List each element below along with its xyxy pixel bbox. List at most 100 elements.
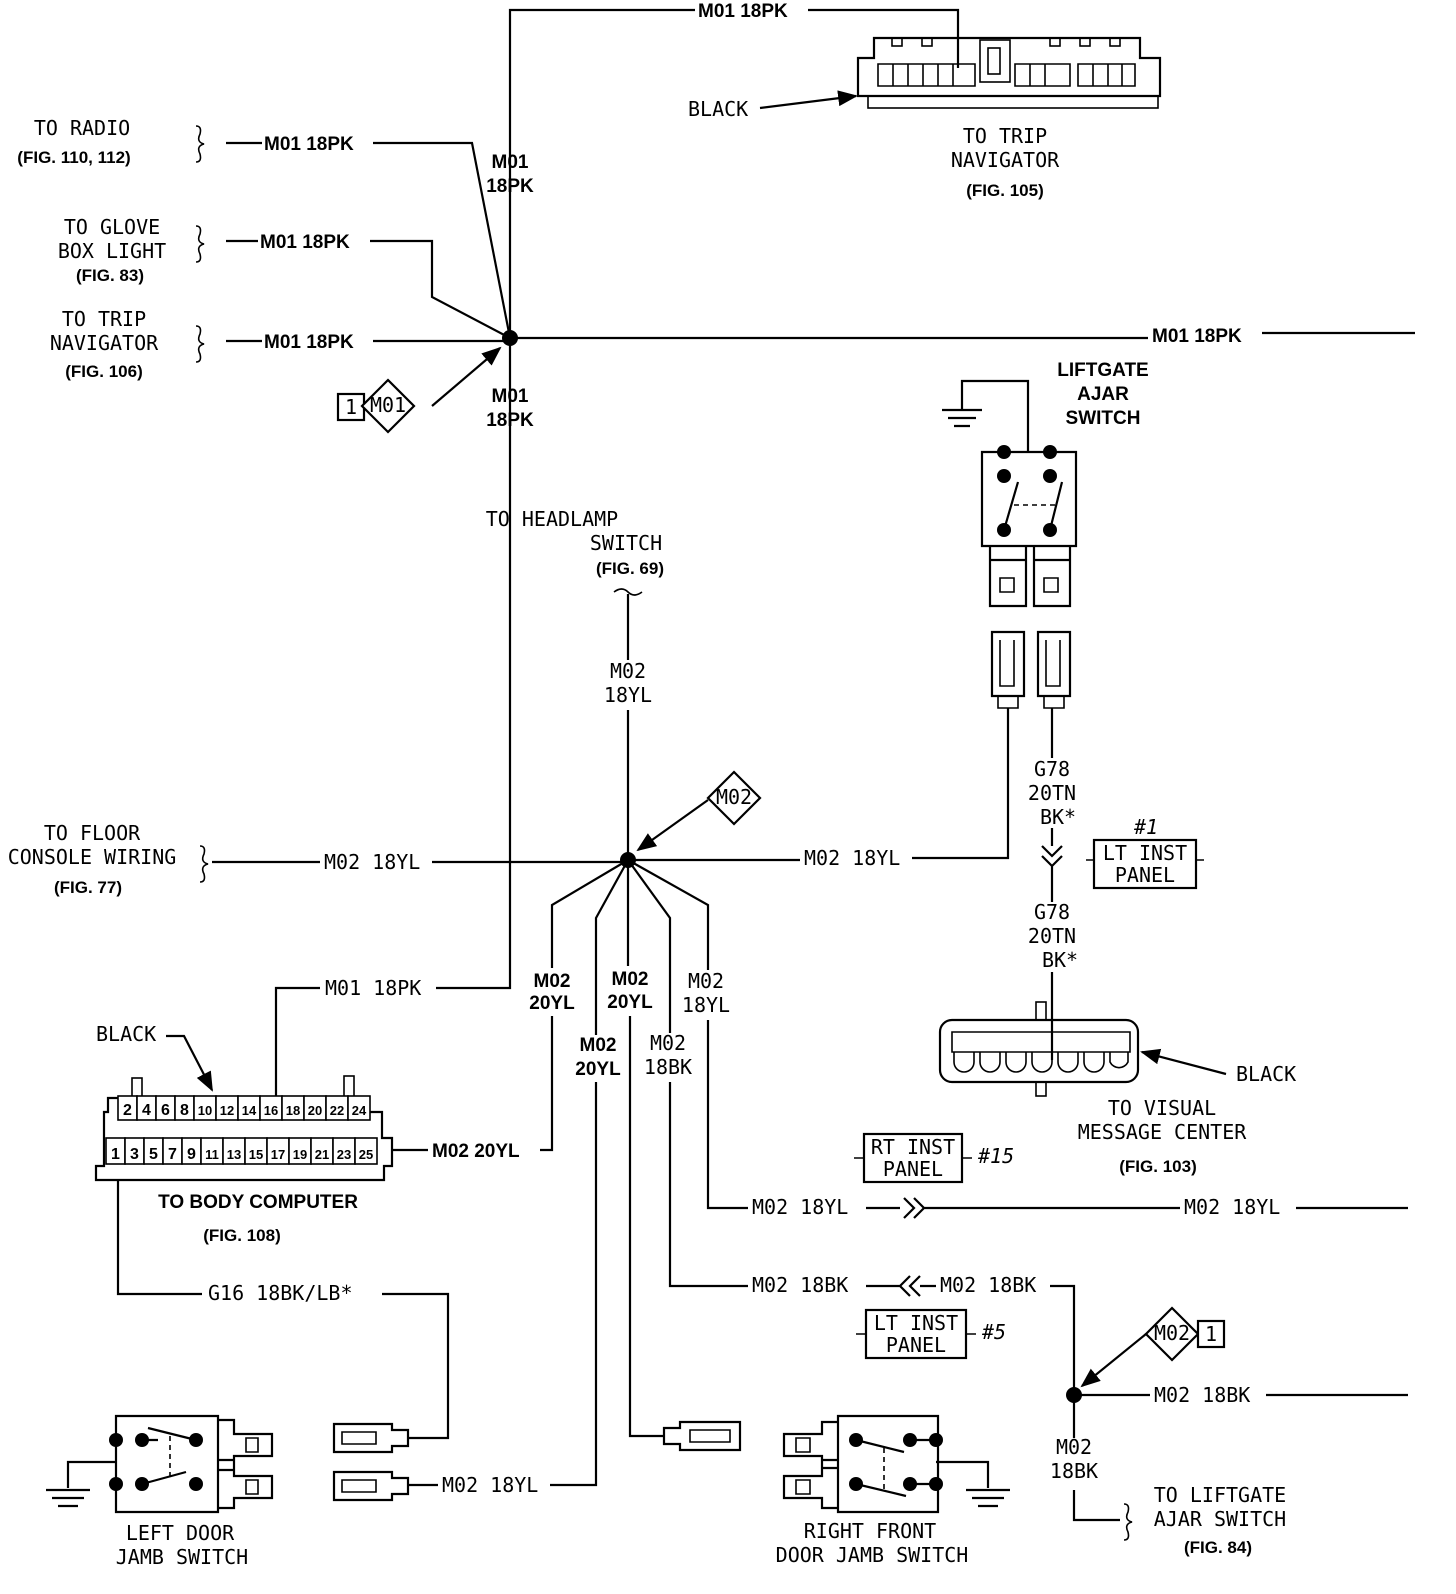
connector-trip-nav-slot: [891, 37, 903, 47]
label-g16: G16 18BK/LB*: [208, 1281, 353, 1305]
switch-liftgate-lugs: [999, 577, 1059, 593]
connector-bc-latch: [343, 1075, 355, 1099]
label-bc-black: BLACK: [96, 1022, 156, 1046]
label-to-trip: TO TRIP: [62, 307, 146, 331]
visual-message-center-connector: BLACK TO VISUAL MESSAGE CENTER (FIG. 103…: [938, 1001, 1296, 1176]
wire-g16: [116, 1180, 450, 1440]
pin-label: 10: [198, 1103, 212, 1118]
label-headlamp-2: SWITCH: [590, 531, 662, 555]
label-radio-wire: M01 18PK: [264, 134, 354, 155]
label-g78-b2: 20TN: [1028, 924, 1076, 948]
switch-rdoor-body: [836, 1414, 940, 1514]
pin-label: 16: [264, 1103, 278, 1118]
label-bk-m02-right: M02 18BK: [940, 1273, 1036, 1297]
pin-label: 9: [187, 1146, 196, 1163]
label-branch1-b: 20YL: [529, 993, 575, 1014]
label-bc-fig: (FIG. 108): [203, 1226, 280, 1245]
wire-rt-inline: [866, 1197, 1180, 1219]
label-vmc-fig: (FIG. 103): [1119, 1157, 1196, 1176]
pin-label: 12: [220, 1103, 234, 1118]
wire-top-m01: [508, 8, 695, 338]
connector-ldoor-plug-1-detail: [341, 1431, 377, 1445]
wire-right-m01: [510, 331, 1415, 340]
splice-m01-tag: M01: [370, 393, 406, 417]
connector-vmc-body: [938, 1018, 1140, 1084]
splice-m02b-diamond: [1144, 1306, 1200, 1362]
left-labels: TO RADIO (FIG. 110, 112) TO GLOVE BOX LI…: [17, 116, 166, 381]
break-floor: [199, 845, 209, 883]
label-bk-far: M02 18BK: [1154, 1383, 1250, 1407]
switch-ldoor-body: [114, 1414, 220, 1514]
splice-m01-dot: [502, 330, 518, 346]
label-branch3-b: 20YL: [607, 992, 653, 1013]
pin-label: 11: [205, 1147, 219, 1162]
connector-trip-nav-body: [856, 36, 1162, 98]
label-top-m01: M01 18PK: [698, 1, 788, 22]
panel-lt-inst5-label2: PANEL: [886, 1333, 946, 1357]
label-to-radio: TO RADIO: [34, 116, 130, 140]
break-trip: [195, 325, 205, 363]
panel-lt-inst-1-num: #1: [1133, 815, 1158, 839]
pin-label: 8: [180, 1102, 189, 1119]
label-headlamp-wire-a: M02: [610, 659, 646, 683]
label-trip-nav-fig: (FIG. 105): [966, 181, 1043, 200]
trip-navigator-connector: BLACK TO TRIP NAVIGATOR (FIG. 105): [688, 36, 1162, 200]
label-box-light: BOX LIGHT: [58, 239, 166, 263]
panel-rt-inst-num: #15: [977, 1144, 1014, 1168]
label-rt-m02-left: M02 18YL: [752, 1195, 848, 1219]
pin-label: 1: [111, 1146, 120, 1163]
label-branch1-a: M02: [534, 971, 571, 992]
label-g78-c2: BK*: [1042, 948, 1078, 972]
branch-1: [550, 859, 629, 968]
switch-contact: [109, 1433, 123, 1447]
wire-top-to-navigator: [808, 8, 960, 68]
splice-m01-num: 1: [345, 395, 357, 419]
pin-cavity: [354, 1137, 378, 1165]
switch-liftgate-mate-detail: [997, 640, 1065, 709]
switch-liftgate-body: [980, 450, 1078, 548]
ground-liftgate: [942, 408, 982, 428]
branch-5: [627, 859, 710, 970]
pin-label: 3: [130, 1146, 139, 1163]
wire-branch3-down: [628, 1016, 664, 1438]
branch-2: [594, 859, 629, 1035]
switch-rdoor-blades: [855, 1438, 936, 1498]
connector-vmc-cavity-row: [951, 1031, 1131, 1053]
panel-rt-inst-label2: PANEL: [883, 1157, 943, 1181]
label-ldoor-2: JAMB SWITCH: [116, 1545, 248, 1569]
pin-label: 4: [142, 1102, 151, 1119]
wire-glove: [226, 239, 511, 339]
connector-vmc-tab: [1035, 1081, 1047, 1097]
label-trip-navigator: NAVIGATOR: [50, 331, 159, 355]
label-floor-1: TO FLOOR: [44, 821, 141, 845]
label-ajar: AJAR: [1077, 384, 1129, 405]
connector-ldoor-plug-1: [332, 1422, 410, 1454]
panel-lt-inst-1-label: LT INST: [1103, 841, 1187, 865]
right-front-door-jamb-switch: RIGHT FRONT DOOR JAMB SWITCH: [662, 1414, 1010, 1567]
label-to-glove: TO GLOVE: [64, 215, 160, 239]
label-bc-m02: M02 20YL: [432, 1141, 520, 1162]
label-bk-m02-left: M02 18BK: [752, 1273, 848, 1297]
switch-liftgate-terminals: [988, 546, 1072, 608]
splice-m02b-num: 1: [1205, 1322, 1217, 1346]
connector-vmc-pins: [953, 1052, 1129, 1073]
label-headlamp-1: TO HEADLAMP: [486, 507, 618, 531]
splice-m01-diamond: [360, 378, 416, 434]
label-headlamp-fig: (FIG. 69): [596, 559, 664, 578]
pin-cavity: [347, 1095, 371, 1121]
label-lgsw-1: TO LIFTGATE: [1154, 1483, 1286, 1507]
liftgate-ajar-switch: LIFTGATE AJAR SWITCH G78 20TN BK* G78 20…: [912, 360, 1204, 1060]
switch-ldoor-terminals: [218, 1418, 274, 1510]
arrow-m02b-splice: [1080, 1333, 1147, 1388]
pin-label: 21: [315, 1147, 329, 1162]
pin-label: 13: [227, 1147, 241, 1162]
label-vmc-black: BLACK: [1236, 1062, 1296, 1086]
panel-lt-inst-1: [1092, 838, 1198, 890]
label-m01-dn-b: 18PK: [486, 410, 534, 431]
break-radio: [195, 125, 205, 163]
label-branch4-b: 18BK: [644, 1055, 692, 1079]
switch-contact: [1043, 445, 1057, 459]
switch-rdoor-terminals: [782, 1420, 838, 1510]
break-headlamp: [613, 588, 643, 596]
